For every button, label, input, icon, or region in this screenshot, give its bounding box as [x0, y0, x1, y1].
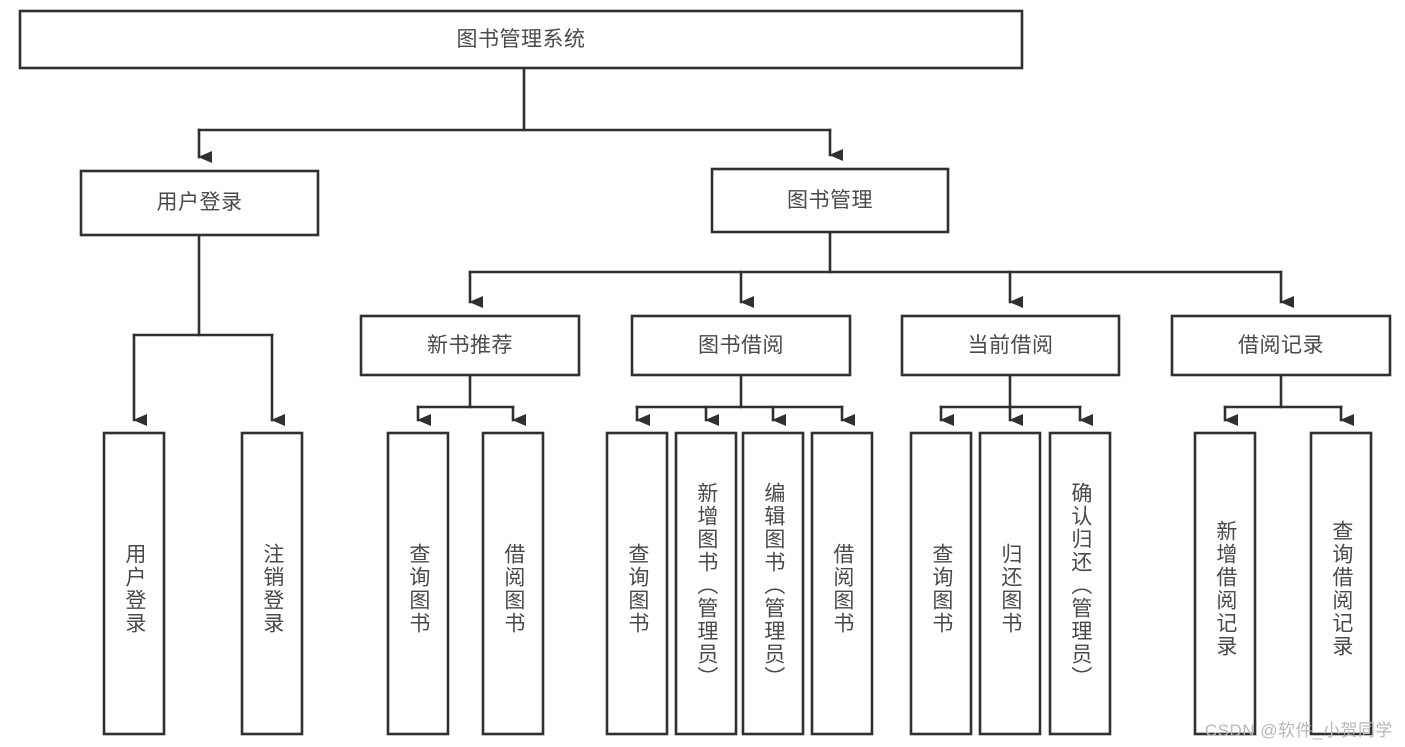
- csdn-watermark: CSDN @软件_小贺同学: [1204, 721, 1393, 740]
- node-box-leaf-user-login[interactable]: [102, 431, 166, 736]
- node-box-leaf-query-record[interactable]: [1309, 431, 1373, 736]
- connector-newbook-to-leaves: [416, 373, 526, 426]
- node-box-new-book-recommend[interactable]: [359, 314, 581, 377]
- node-box-borrow-record[interactable]: [1170, 314, 1392, 377]
- connector-currentborrow-to-leaves: [939, 373, 1093, 426]
- node-box-leaf-borrow-book-1[interactable]: [481, 431, 545, 736]
- node-box-leaf-confirm-return[interactable]: [1048, 431, 1112, 736]
- connector-bookmanage-to-level2: [468, 230, 1294, 308]
- connector-bookborrow-to-leaves: [635, 373, 855, 426]
- node-box-leaf-query-book-1[interactable]: [386, 431, 450, 736]
- node-box-leaf-logout-login[interactable]: [240, 431, 304, 736]
- node-box-book-borrow[interactable]: [630, 314, 852, 377]
- node-box-leaf-add-record[interactable]: [1193, 431, 1257, 736]
- node-box-leaf-query-book-3[interactable]: [909, 431, 973, 736]
- node-box-user-login[interactable]: [79, 169, 320, 237]
- node-box-leaf-return-book[interactable]: [978, 431, 1042, 736]
- node-box-leaf-borrow-book-2[interactable]: [810, 431, 874, 736]
- node-box-book-manage[interactable]: [710, 167, 950, 234]
- node-box-current-borrow[interactable]: [900, 314, 1121, 377]
- connector-root-to-level1: [197, 66, 843, 163]
- connector-userlogin-to-leaves: [132, 233, 285, 426]
- node-box-leaf-add-book[interactable]: [674, 431, 738, 736]
- node-box-leaf-edit-book[interactable]: [741, 431, 805, 736]
- connector-borrowrecord-to-leaves: [1223, 373, 1354, 426]
- node-box-root[interactable]: [18, 9, 1024, 70]
- node-box-leaf-query-book-2[interactable]: [605, 431, 669, 736]
